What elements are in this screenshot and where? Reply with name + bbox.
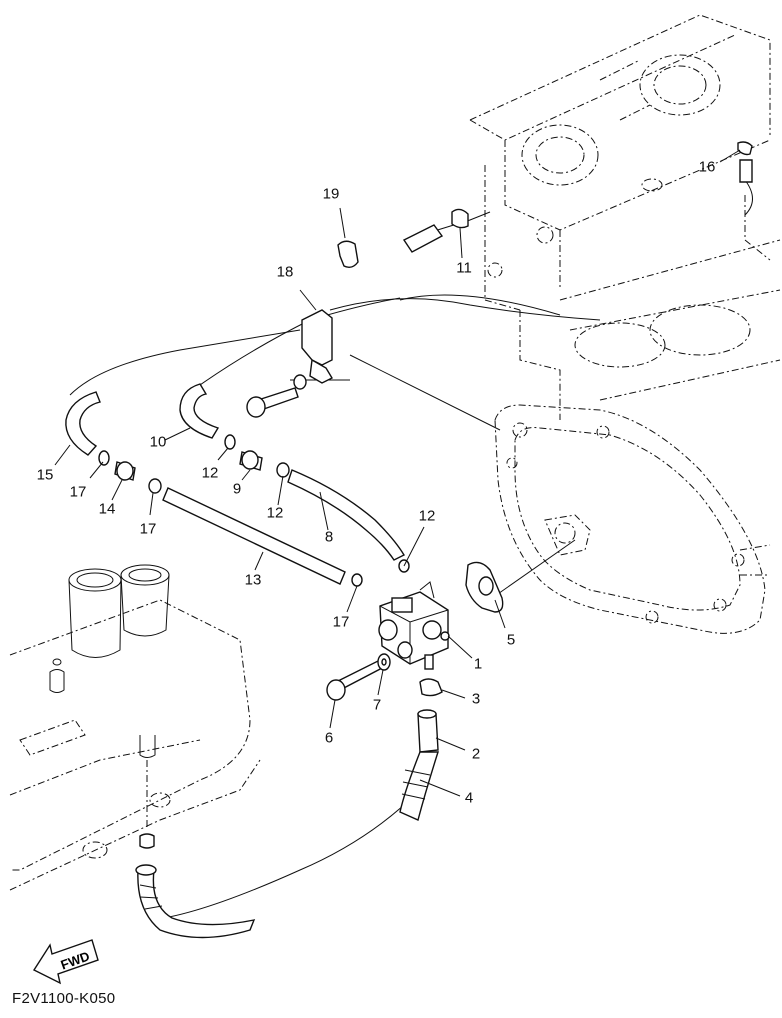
part-number-7: 7 — [372, 696, 382, 714]
joint-9 — [239, 450, 263, 471]
part-number-12c: 12 — [418, 507, 436, 525]
part-number-17a: 17 — [69, 483, 87, 501]
bracket-18 — [301, 309, 333, 384]
part-number-9: 9 — [232, 480, 242, 498]
part-number-5: 5 — [506, 631, 516, 649]
washer-7 — [377, 653, 391, 671]
clip-19 — [337, 240, 359, 269]
oil-tank — [9, 564, 261, 891]
clip-12a — [224, 434, 236, 450]
bolt-6 — [326, 659, 385, 701]
part-number-14: 14 — [98, 500, 116, 518]
lower-hose — [135, 833, 256, 939]
part-number-8: 8 — [324, 528, 334, 546]
part-number-17b: 17 — [139, 520, 157, 538]
clip-17a — [98, 450, 110, 466]
diagram-code: F2V1100-K050 — [12, 990, 116, 1007]
part-number-11: 11 — [456, 259, 472, 277]
fwd-arrow-icon: FWD — [32, 939, 99, 985]
hose-8 — [287, 469, 405, 561]
valve-body-1 — [378, 581, 450, 670]
part-number-12b: 12 — [266, 504, 284, 522]
part-number-13: 13 — [244, 571, 262, 589]
part-number-12a: 12 — [201, 464, 219, 482]
engine-block — [469, 14, 781, 420]
part-number-16: 16 — [698, 158, 716, 176]
part-number-15: 15 — [36, 466, 54, 484]
clip-17c — [351, 573, 363, 587]
part-number-2: 2 — [471, 745, 481, 763]
part-number-18: 18 — [276, 263, 294, 281]
clip-16 — [737, 141, 753, 183]
part-number-17c: 17 — [332, 613, 350, 631]
clamp-3 — [419, 678, 443, 697]
hose-15 — [65, 391, 101, 456]
bolt-18 — [246, 374, 307, 418]
joint-14 — [114, 461, 136, 481]
part-number-1: 1 — [473, 655, 483, 673]
part-number-6: 6 — [324, 729, 334, 747]
part-number-10: 10 — [149, 433, 167, 451]
hose-13 — [162, 487, 346, 585]
hose-2-4 — [399, 709, 439, 821]
gasket-5 — [465, 561, 504, 613]
timing-cover — [494, 404, 771, 634]
clip-12b — [276, 462, 290, 478]
hose-11 — [402, 208, 469, 253]
clip-17b — [148, 478, 162, 494]
part-number-4: 4 — [464, 789, 474, 807]
hose-10 — [179, 383, 220, 439]
part-number-3: 3 — [471, 690, 481, 708]
leader-lines — [54, 149, 741, 797]
part-number-19: 19 — [322, 185, 340, 203]
